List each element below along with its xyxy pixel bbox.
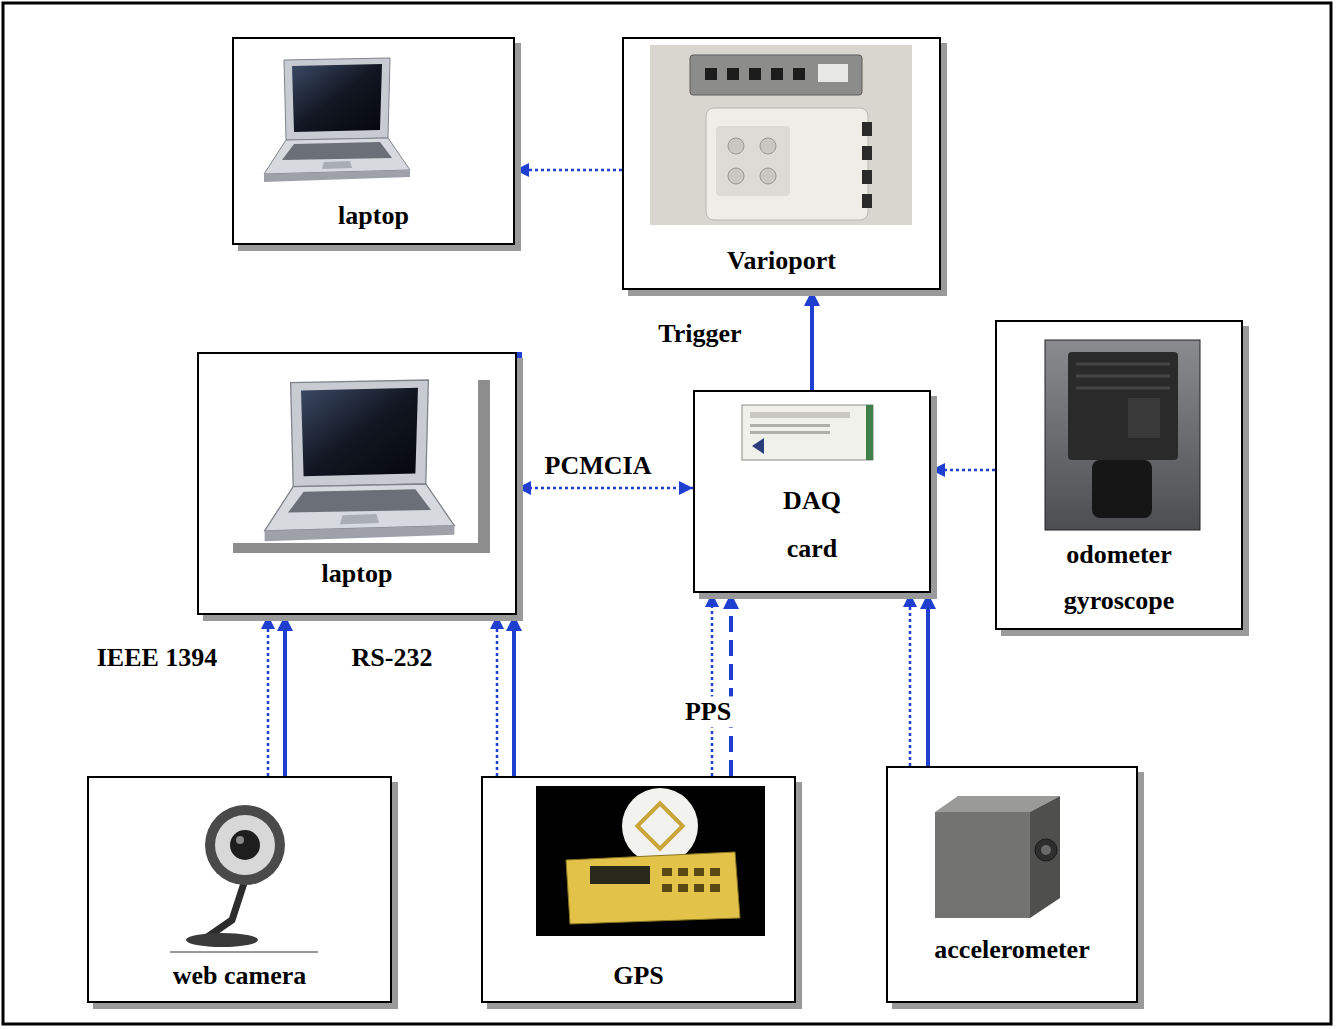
device-box: accelerometer xyxy=(886,766,1138,1003)
signal-arrow xyxy=(711,593,714,776)
signal-arrow xyxy=(496,615,499,776)
device-box: DAQ card xyxy=(693,390,931,593)
device-label: Varioport xyxy=(727,245,836,276)
device-box: Varioport xyxy=(622,37,941,290)
laptop-picture xyxy=(233,380,490,553)
device-box: odometer gyroscope xyxy=(995,320,1243,630)
accelerometer-picture xyxy=(935,796,1060,918)
device-label: DAQ card xyxy=(767,477,857,573)
signal-arrow xyxy=(931,469,995,472)
daq-card-picture xyxy=(742,405,873,460)
device-label: laptop xyxy=(338,200,409,231)
webcam-picture xyxy=(170,805,318,952)
device-box: web camera xyxy=(87,776,392,1003)
device-label: GPS xyxy=(613,960,664,991)
signal-label: PPS xyxy=(681,696,735,727)
varioport-picture xyxy=(650,45,912,225)
signal-label: PCMCIA xyxy=(541,450,656,481)
device-label: accelerometer xyxy=(934,934,1089,965)
signal-arrow xyxy=(517,487,693,490)
signal-arrow xyxy=(267,615,270,776)
signal-arrow xyxy=(909,593,912,766)
signal-arrow xyxy=(810,290,814,390)
outer-frame xyxy=(3,3,1331,1024)
gyroscope-picture xyxy=(1045,340,1200,530)
signal-arrow xyxy=(283,615,287,776)
signal-arrow xyxy=(926,593,930,766)
signal-label: RS-232 xyxy=(348,642,437,673)
device-label: web camera xyxy=(173,960,307,991)
signal-arrow xyxy=(515,169,622,172)
device-box: laptop xyxy=(232,37,515,245)
blue-edge xyxy=(517,352,522,620)
gps-picture xyxy=(536,786,765,936)
signal-label: Trigger xyxy=(654,318,745,349)
device-box: GPS xyxy=(481,776,796,1003)
signal-arrow xyxy=(512,615,516,776)
signal-arrow xyxy=(729,593,733,776)
device-label: laptop xyxy=(322,558,393,589)
laptop-picture xyxy=(264,58,410,182)
device-label: odometer gyroscope xyxy=(1029,532,1209,624)
signal-label: IEEE 1394 xyxy=(93,642,222,673)
device-box: laptop xyxy=(197,352,517,615)
